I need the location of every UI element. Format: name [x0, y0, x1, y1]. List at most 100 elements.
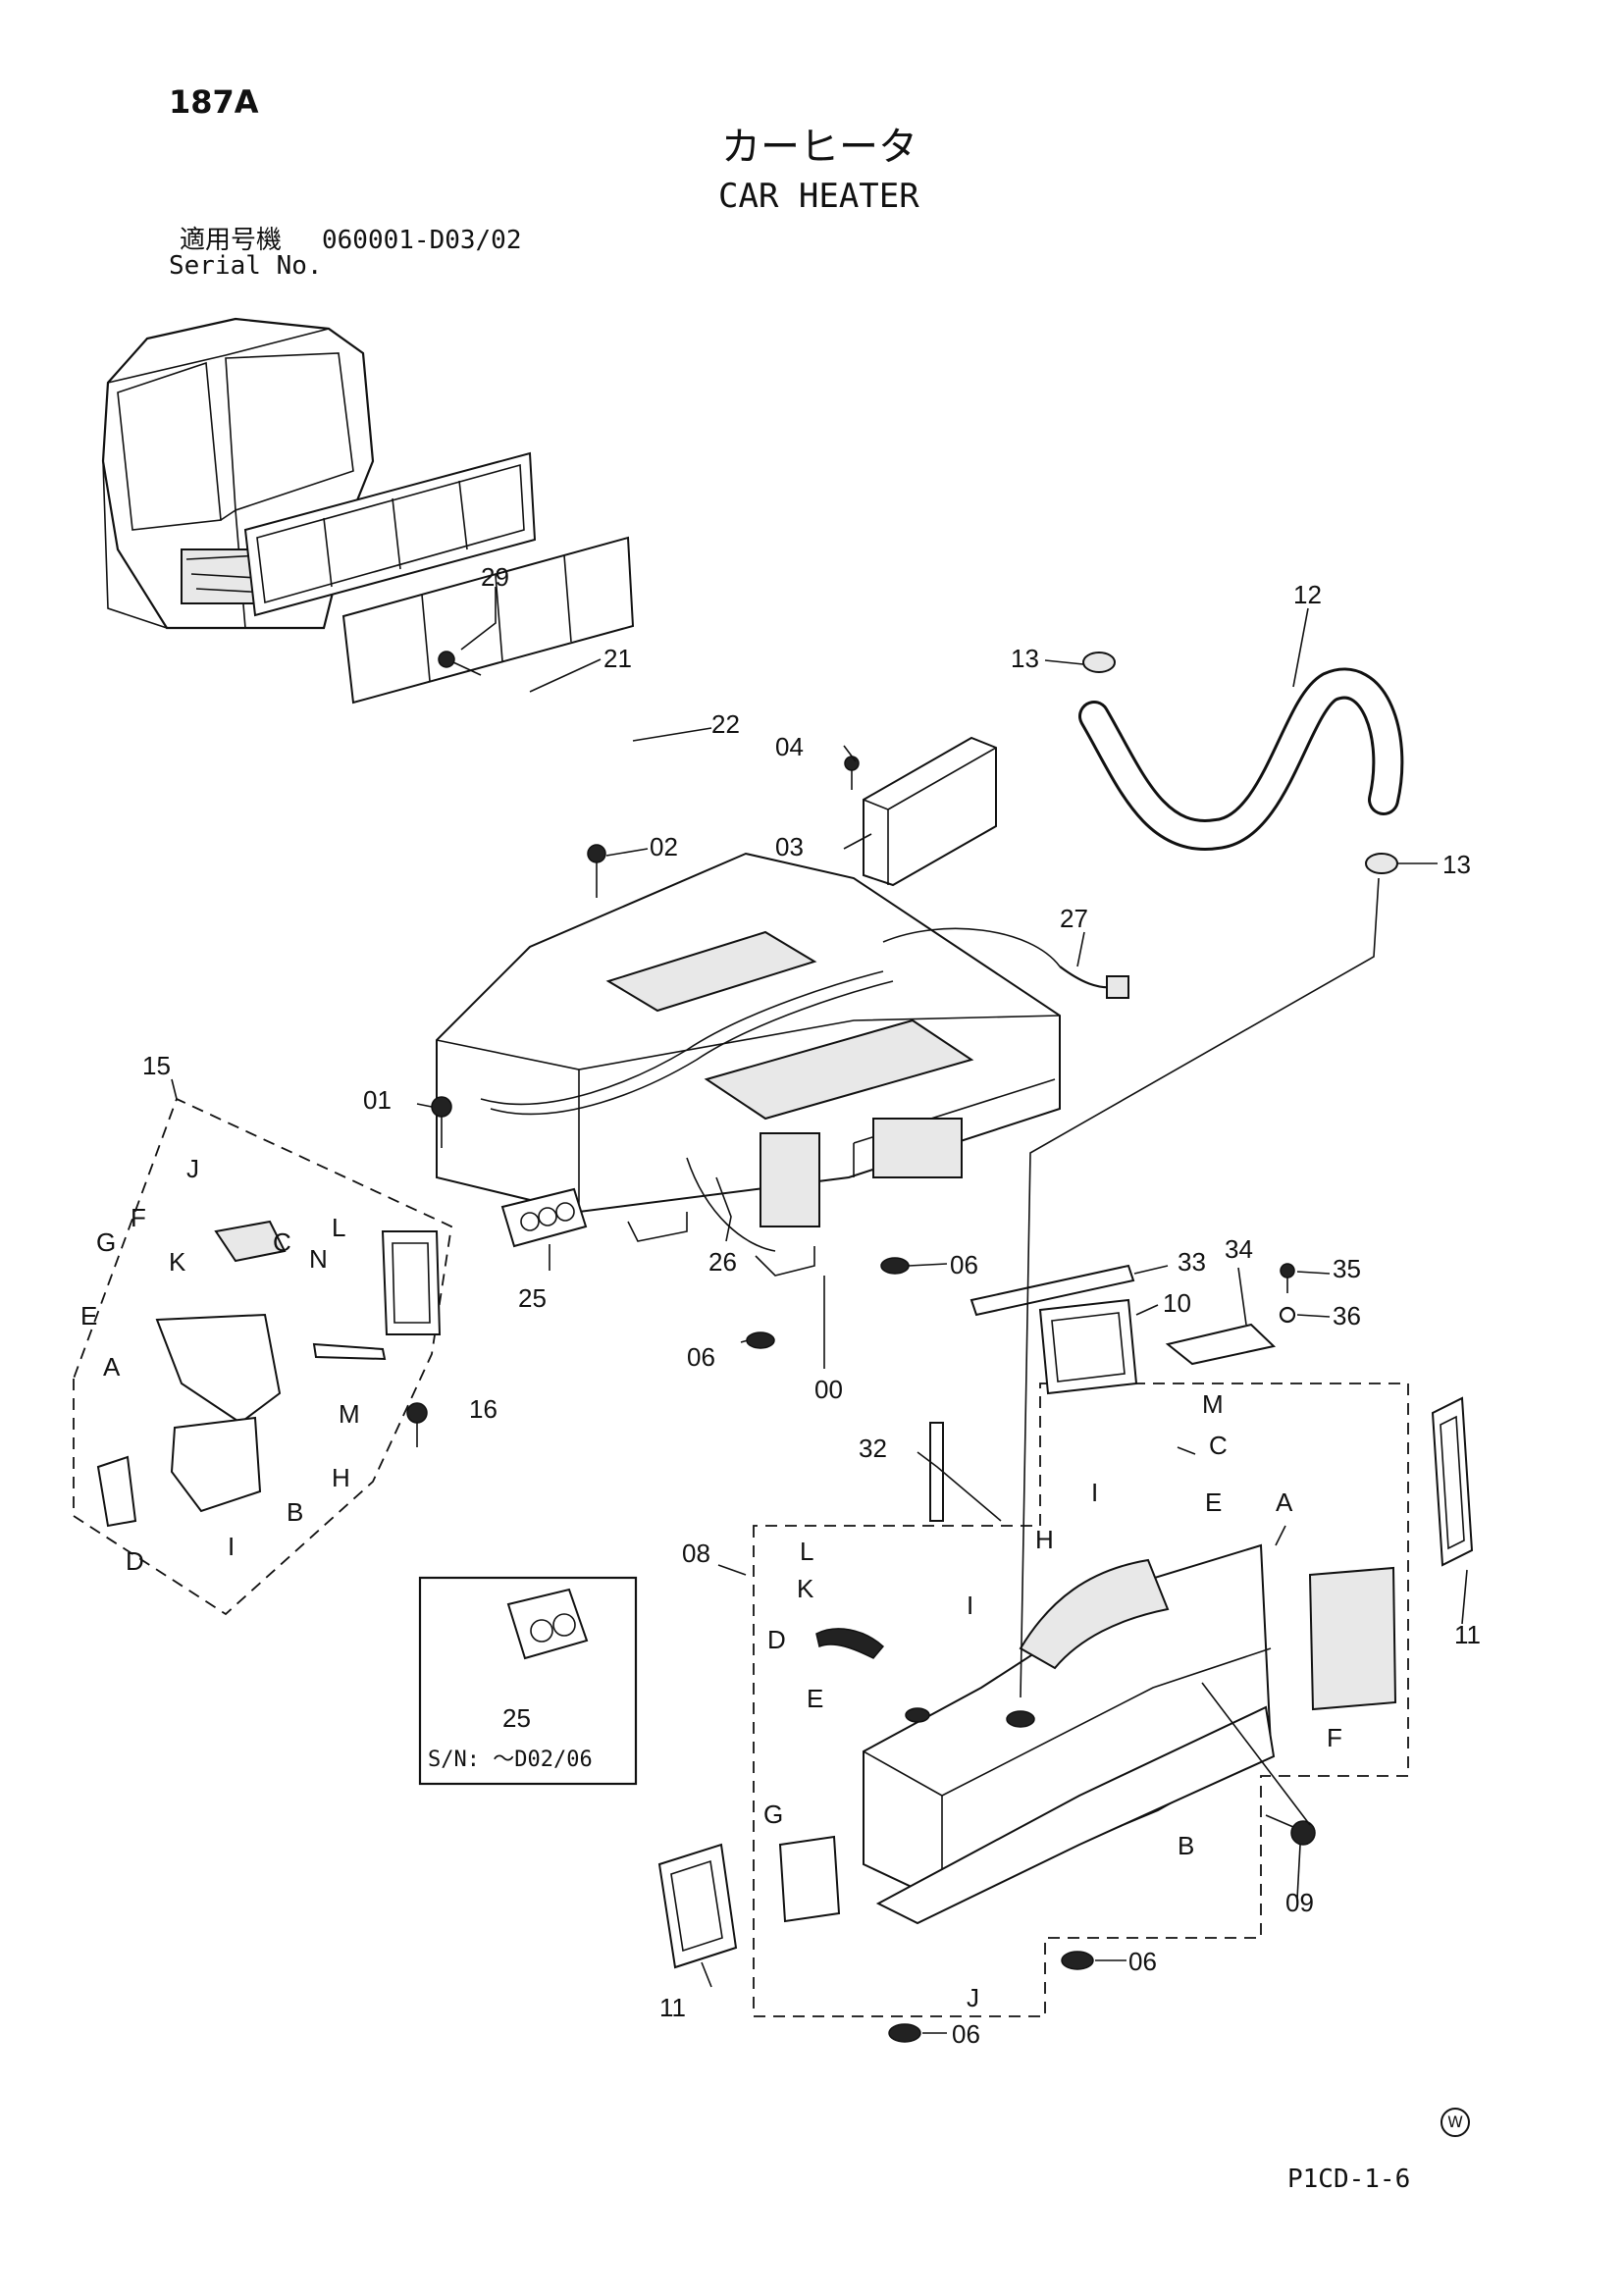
callout-J-right: J	[967, 1983, 979, 2012]
heater-unit-00	[436, 852, 1061, 1277]
bracket-15-B	[170, 1416, 262, 1513]
callout-labels: 29 21 22 04 03 02 12 13 13 27 15 01 25 2…	[80, 562, 1481, 2049]
grommet-25	[500, 1187, 588, 1248]
screw-04	[844, 756, 860, 790]
callout-10: 10	[1163, 1288, 1191, 1318]
callout-09: 09	[1285, 1888, 1314, 1917]
callout-G: G	[96, 1227, 116, 1257]
callout-33: 33	[1178, 1247, 1206, 1277]
callout-D-right: D	[767, 1625, 786, 1654]
callout-D: D	[126, 1546, 144, 1576]
callout-03: 03	[775, 832, 804, 861]
screw-35	[1280, 1263, 1295, 1293]
callout-C: C	[273, 1227, 291, 1257]
gasket-10	[1038, 1298, 1138, 1395]
duct-08	[863, 1543, 1276, 1925]
gasket-11-left	[657, 1843, 738, 1969]
callout-H-right: H	[1035, 1525, 1054, 1554]
rubber-mount-06a	[880, 1257, 910, 1275]
callout-C-right: C	[1209, 1431, 1228, 1460]
bracket-34	[1165, 1323, 1277, 1366]
harness-27	[1059, 965, 1129, 999]
callout-J: J	[186, 1154, 199, 1183]
group-15-outline	[73, 1097, 452, 1616]
strip-33	[969, 1264, 1135, 1317]
lever-15-M	[312, 1342, 387, 1361]
callout-36: 36	[1333, 1301, 1361, 1331]
callout-E-right: E	[1205, 1487, 1222, 1517]
bolt-16	[406, 1402, 428, 1447]
callout-27: 27	[1060, 904, 1088, 933]
callout-F: F	[131, 1203, 146, 1232]
flap-08-D	[815, 1628, 885, 1659]
filter-part-22	[341, 536, 635, 704]
callout-22: 22	[711, 709, 740, 739]
callout-12: 12	[1293, 580, 1322, 609]
filter-part-21	[243, 451, 537, 617]
gasket-11-right	[1431, 1396, 1474, 1567]
callout-I: I	[228, 1532, 235, 1561]
callout-K: K	[169, 1247, 186, 1277]
rubber-mount-06d	[888, 2023, 921, 2043]
bracket-15-A	[155, 1313, 282, 1425]
callout-M: M	[339, 1399, 360, 1429]
washer-36	[1279, 1306, 1296, 1324]
callout-35: 35	[1333, 1254, 1361, 1283]
callout-B: B	[287, 1497, 303, 1527]
callout-04: 04	[775, 732, 804, 761]
leader-lines	[171, 587, 1468, 2034]
inset-part-25: 25	[502, 1703, 531, 1733]
inset-box	[418, 1576, 638, 1786]
callout-11-right: 11	[1454, 1620, 1481, 1649]
callout-16: 16	[469, 1394, 498, 1424]
callout-L-right: L	[800, 1537, 813, 1566]
callout-06-d: 06	[952, 2019, 980, 2049]
callout-N: N	[309, 1244, 328, 1274]
callout-F-right: F	[1327, 1723, 1342, 1752]
footer-code: P1CD-1-6	[1287, 2165, 1411, 2194]
callout-00: 00	[814, 1375, 843, 1404]
bolt-09	[1265, 1814, 1316, 1846]
callout-A-right: A	[1276, 1487, 1293, 1517]
callout-29: 29	[481, 562, 509, 592]
clamp-13-lower	[1365, 853, 1398, 874]
callout-25: 25	[518, 1283, 547, 1313]
callout-G-right: G	[763, 1800, 783, 1829]
callout-32: 32	[859, 1434, 887, 1463]
callout-L: L	[332, 1213, 345, 1242]
duct-assembly-08-outline	[753, 1383, 1409, 2017]
clamp-13-upper	[1082, 652, 1116, 673]
callout-E: E	[80, 1301, 97, 1331]
page-title: CAR HEATER	[718, 177, 919, 216]
callout-B-right: B	[1178, 1831, 1194, 1860]
callout-06-c: 06	[1128, 1947, 1157, 1976]
serial-number-value: 060001-D03/02	[322, 226, 522, 255]
callout-34: 34	[1225, 1234, 1253, 1264]
inset-serial-label: S/N: ～D02/06	[428, 1748, 593, 1772]
module-part-03	[863, 736, 997, 887]
rubber-mount-06c	[1061, 1951, 1094, 1970]
strip-32	[929, 1422, 944, 1522]
callout-A: A	[103, 1352, 121, 1382]
callout-K-right: K	[797, 1574, 814, 1603]
rubber-mount-06b	[746, 1331, 775, 1349]
callout-13-upper: 13	[1011, 644, 1039, 673]
actuator-15-C	[214, 1220, 287, 1263]
flap-15-D	[96, 1455, 137, 1528]
callout-13-lower: 13	[1442, 850, 1471, 879]
callout-08: 08	[682, 1539, 710, 1568]
page-number: 187A	[169, 83, 259, 121]
callout-M-right: M	[1202, 1389, 1224, 1419]
callout-02: 02	[650, 832, 678, 861]
serial-label-japanese: 適用号機	[180, 226, 283, 255]
gasket-15-L	[381, 1230, 442, 1335]
callout-I-right-2: I	[967, 1591, 973, 1620]
flap-08-G	[778, 1835, 841, 1923]
bolt-02	[587, 844, 606, 898]
callout-E-right-2: E	[807, 1684, 823, 1713]
screw-29	[438, 651, 482, 676]
hose-part-12	[1078, 667, 1404, 851]
callout-11-left: 11	[659, 1993, 686, 2022]
callout-15: 15	[142, 1051, 171, 1080]
